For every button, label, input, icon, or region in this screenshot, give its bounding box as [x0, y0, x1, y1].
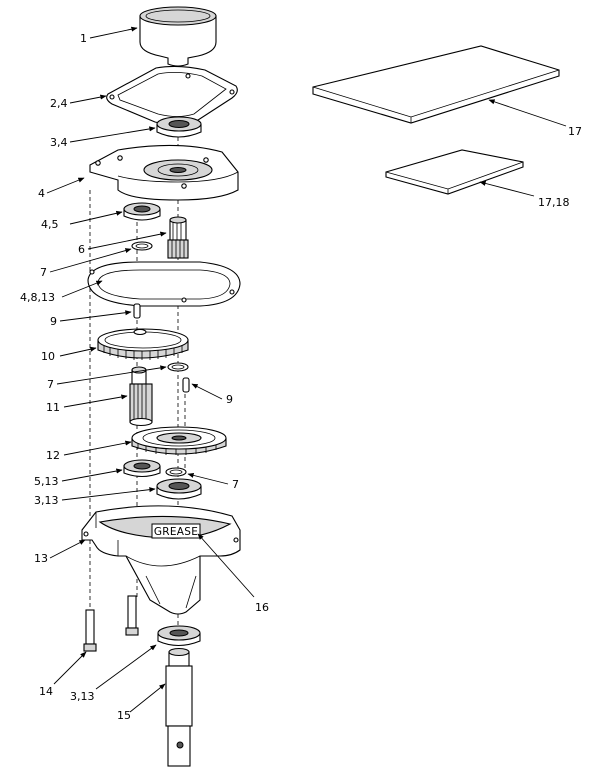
part-pinion [167, 216, 189, 259]
callout-17: 17 [568, 125, 582, 138]
callout-3-4: 3,4 [50, 136, 68, 149]
callout-9-upper: 9 [50, 315, 57, 328]
part-bearing-5-13 [123, 459, 161, 478]
callout-4: 4 [38, 187, 45, 200]
part-top-bearing [156, 116, 202, 138]
part-snap-ring-right [165, 467, 187, 477]
part-pin-right [182, 377, 190, 393]
callout-4-5: 4,5 [41, 218, 59, 231]
callout-2-4: 2,4 [50, 97, 68, 110]
callout-labels: 1 2,4 3,4 4 4,5 6 7 4,8,13 9 10 7 11 9 1… [20, 32, 582, 722]
callout-14: 14 [39, 685, 53, 698]
grease-label: GREASE [151, 523, 201, 539]
callout-7-mid: 7 [47, 378, 54, 391]
part-bolts [83, 595, 139, 652]
part-cap [139, 6, 217, 67]
callout-7-upper: 7 [40, 266, 47, 279]
callout-5-13: 5,13 [34, 475, 59, 488]
callout-3-13-upper: 3,13 [34, 494, 59, 507]
part-bearing-3-13-upper [156, 478, 202, 500]
part-ring-gear [131, 426, 227, 455]
part-bearing-4-5 [123, 202, 161, 221]
part-oval-gasket [87, 261, 241, 307]
part-large-gear [97, 328, 189, 360]
callout-1: 1 [80, 32, 87, 45]
part-snap-ring-upper [131, 241, 153, 251]
part-manual-large [312, 45, 560, 124]
callout-11: 11 [46, 401, 60, 414]
callout-4-8-13: 4,8,13 [20, 291, 55, 304]
callout-3-13-lower: 3,13 [70, 690, 95, 703]
part-snap-ring-mid [167, 362, 189, 372]
part-upper-housing [89, 144, 239, 201]
part-lower-housing [81, 505, 241, 615]
callout-15: 15 [117, 709, 131, 722]
callout-10: 10 [41, 350, 55, 363]
part-manual-small [385, 149, 524, 195]
callout-9-right: 9 [226, 393, 233, 406]
callout-16: 16 [255, 601, 269, 614]
callout-7-right: 7 [232, 478, 239, 491]
leader-lines [46, 26, 567, 713]
part-top-gasket [106, 65, 238, 126]
part-pin-upper [133, 303, 141, 319]
callout-17-18: 17,18 [538, 196, 570, 209]
grease-label-text: GREASE [154, 526, 198, 538]
callout-6: 6 [78, 243, 85, 256]
callout-13: 13 [34, 552, 48, 565]
part-spline-shaft [129, 366, 153, 427]
callout-12: 12 [46, 449, 60, 462]
part-output-shaft [165, 647, 193, 767]
part-bearing-3-13-lower [157, 625, 201, 647]
